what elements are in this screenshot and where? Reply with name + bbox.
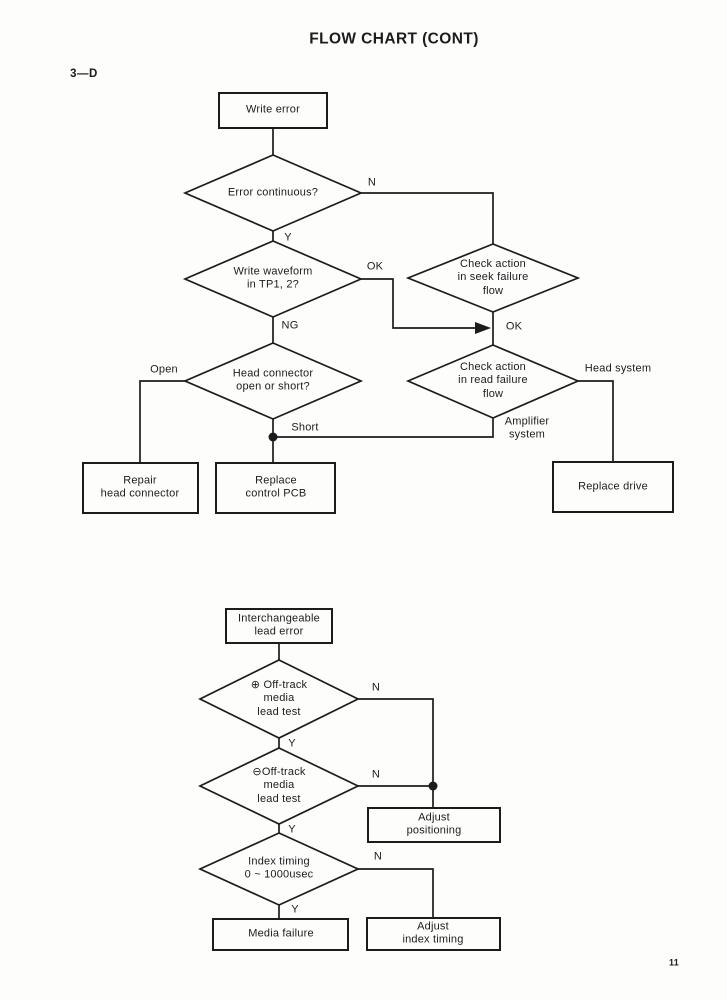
- connector-amplifier-to-junction: [273, 418, 494, 438]
- connector-n-to-seekfailure: [361, 192, 494, 244]
- head-connector-diamond: [182, 342, 364, 420]
- offtrack-minus-diamond: [198, 747, 360, 825]
- edge-label-y3: Y: [291, 903, 299, 916]
- edge-label-n1: N: [371, 681, 381, 694]
- node-offtrack-plus: ⊕ Off-track media lead test: [250, 678, 308, 718]
- offtrack-plus-diamond: [198, 659, 360, 739]
- edge-label-ok-junction: OK: [505, 320, 523, 333]
- junction-dot-short: [268, 432, 278, 442]
- node-head-connector: Head connector open or short?: [232, 367, 314, 393]
- edge-label-y1: Y: [288, 737, 296, 750]
- node-write-waveform: Write waveform in TP1, 2?: [233, 265, 313, 291]
- node-repair-head-connector: Repair head connector: [100, 474, 180, 500]
- node-read-failure: Check action in read failure flow: [458, 360, 528, 400]
- node-index-timing: Index timing 0 ~ 1000usec: [244, 855, 314, 881]
- edge-label-n: N: [367, 176, 377, 189]
- node-write-error: Write error: [246, 103, 300, 116]
- node-interchangeable-lead-error: Interchangeable lead error: [238, 612, 320, 638]
- arrowhead-ok-junction: [475, 322, 491, 334]
- adjust-index-timing-box: [366, 917, 501, 951]
- adjust-positioning-box: [367, 807, 501, 843]
- edge-label-y2: Y: [288, 823, 296, 836]
- node-adjust-index-timing: Adjust index timing: [402, 920, 464, 946]
- edge-label-n3: N: [373, 850, 383, 863]
- node-error-continuous: Error continuous?: [227, 186, 319, 199]
- edge-label-head-system: Head system: [584, 362, 652, 375]
- index-timing-diamond: [197, 832, 361, 906]
- media-failure-box: [212, 918, 349, 951]
- page-number: 11: [669, 957, 679, 968]
- page-title: FLOW CHART (CONT): [309, 30, 479, 48]
- seek-failure-diamond: [405, 243, 581, 313]
- repair-head-connector-box: [82, 462, 199, 514]
- edge-label-n2: N: [371, 768, 381, 781]
- write-error-box: [218, 92, 328, 129]
- connector-headsystem-to-replacedrive: [578, 380, 614, 462]
- error-continuous-diamond: [182, 154, 364, 232]
- replace-drive-box: [552, 461, 674, 513]
- edge-label-amplifier-system: Amplifier system: [504, 415, 550, 441]
- read-failure-diamond: [405, 344, 581, 419]
- section-label: 3—D: [70, 67, 98, 80]
- edge-label-open: Open: [150, 363, 178, 376]
- connector-ok-to-junction: [361, 278, 475, 329]
- edge-label-ng: NG: [281, 319, 299, 332]
- connector-open-to-repair: [139, 380, 185, 463]
- interchangeable-lead-error-box: [225, 608, 333, 644]
- node-media-failure: Media failure: [248, 927, 314, 940]
- connector-n3-to-adjustindex: [358, 868, 434, 918]
- node-seek-failure: Check action in seek failure flow: [457, 257, 529, 297]
- junction-dot-n-branches: [428, 781, 438, 791]
- node-replace-drive: Replace drive: [578, 480, 648, 493]
- node-replace-control-pcb: Replace control PCB: [245, 474, 307, 500]
- replace-control-pcb-box: [215, 462, 336, 514]
- edge-label-y: Y: [284, 231, 292, 244]
- connector-n1-to-adjustpositioning: [358, 698, 434, 808]
- edge-label-short: Short: [291, 421, 319, 434]
- edge-label-ok: OK: [366, 260, 384, 273]
- node-offtrack-minus: ⊖Off-track media lead test: [252, 765, 306, 805]
- node-adjust-positioning: Adjust positioning: [406, 811, 462, 837]
- write-waveform-diamond: [182, 240, 364, 318]
